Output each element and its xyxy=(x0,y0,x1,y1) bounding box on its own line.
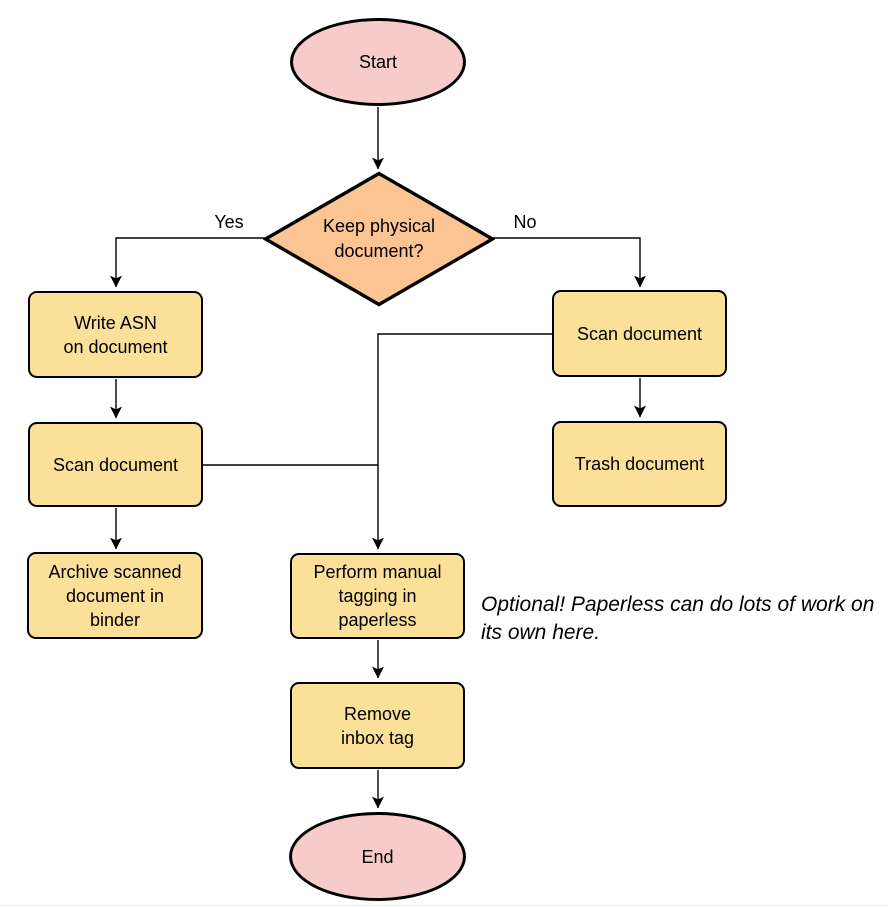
process-scan-document-left-node: Scan document xyxy=(28,422,203,507)
decision-keep-physical-node: Keep physical document? xyxy=(263,171,495,307)
start-label: Start xyxy=(358,52,397,72)
process-remove-inbox-tag-node: Remove inbox tag xyxy=(290,682,465,769)
scan-document-left-label: Scan document xyxy=(52,454,179,475)
start-node: Start xyxy=(290,18,466,106)
manual-tagging-label: Perform manual tagging in paperless xyxy=(313,562,442,630)
process-archive-binder-node: Archive scanned document in binder xyxy=(27,552,203,639)
diamond-shape xyxy=(263,171,495,307)
remove-inbox-tag-label: Remove inbox tag xyxy=(340,703,415,748)
edge-label-no: No xyxy=(513,212,537,232)
end-label: End xyxy=(361,846,394,867)
scan-document-right-label: Scan document xyxy=(576,323,703,344)
archive-binder-label: Archive scanned document in binder xyxy=(48,561,182,630)
trash-document-label: Trash document xyxy=(574,454,705,474)
process-trash-document-node: Trash document xyxy=(552,421,727,507)
edge-decision-no xyxy=(492,237,646,288)
decision-label: Keep physical document? xyxy=(322,216,436,261)
process-scan-document-right-node: Scan document xyxy=(552,290,727,377)
write-asn-label: Write ASN on document xyxy=(63,312,168,357)
edge-decision-yes xyxy=(110,237,266,288)
process-manual-tagging-node: Perform manual tagging in paperless xyxy=(290,553,465,639)
note-optional: Optional! Paperless can do lots of work … xyxy=(481,593,875,644)
process-write-asn-node: Write ASN on document xyxy=(28,291,203,378)
end-node: End xyxy=(289,812,466,901)
page-bottom-edge-line xyxy=(0,905,888,906)
edge-scanright-to-tagging xyxy=(372,333,552,550)
edge-label-yes: Yes xyxy=(214,212,244,232)
